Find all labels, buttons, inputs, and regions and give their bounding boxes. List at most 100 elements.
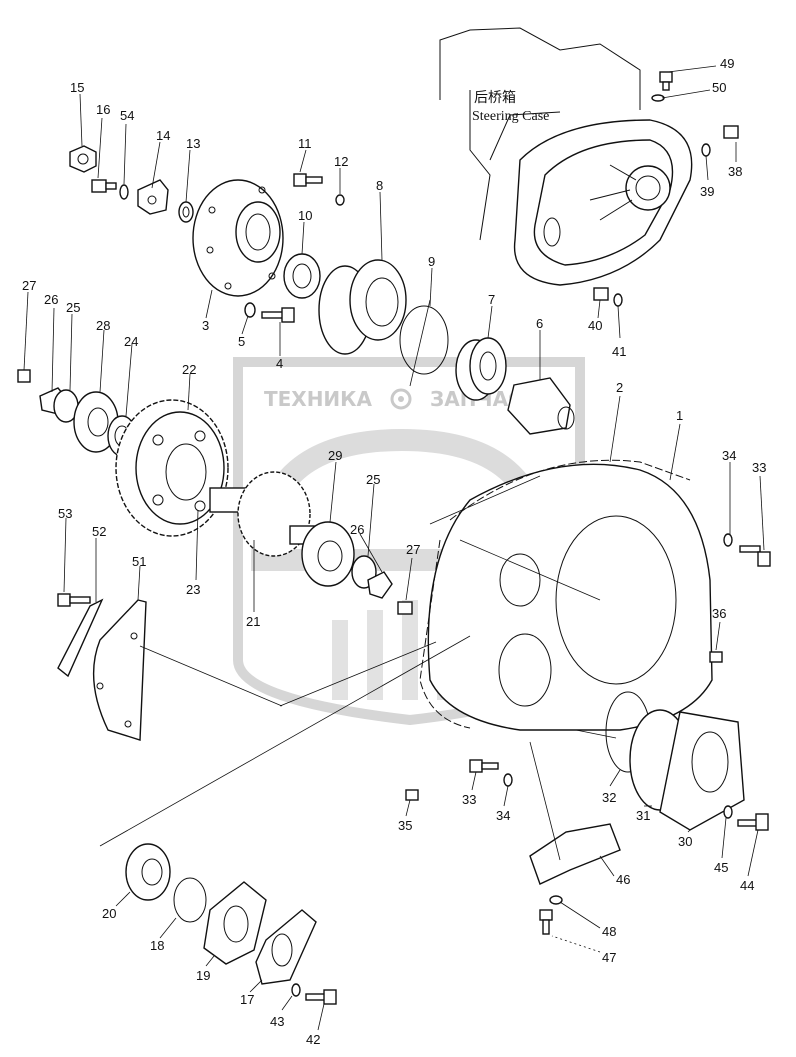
- bearing-20: [125, 843, 171, 901]
- callout-43: 43: [270, 1014, 284, 1029]
- cover-51: [92, 599, 147, 741]
- callout-40: 40: [588, 318, 602, 333]
- callout-13: 13: [186, 136, 200, 151]
- gear-22: [115, 399, 229, 537]
- plug-49: [659, 71, 673, 91]
- callout-49: 49: [720, 56, 734, 71]
- case-label-english: Steering Case: [472, 109, 549, 124]
- pin-12: [335, 194, 345, 206]
- washer-41: [613, 293, 623, 307]
- callout-39: 39: [700, 184, 714, 199]
- gear-icon: [390, 388, 412, 410]
- washer-34-upper: [723, 533, 733, 547]
- o-ring-9: [399, 305, 449, 375]
- washer-5: [244, 302, 256, 318]
- callout-11: 11: [298, 136, 312, 151]
- callout-46: 46: [616, 872, 630, 887]
- callout-19: 19: [196, 968, 210, 983]
- callout-36: 36: [712, 606, 726, 621]
- callout-6: 6: [536, 316, 543, 331]
- washer-48: [549, 895, 563, 905]
- callout-29: 29: [328, 448, 342, 463]
- callout-5: 5: [238, 334, 245, 349]
- callout-10: 10: [298, 208, 312, 223]
- callout-15: 15: [70, 80, 84, 95]
- callout-22: 22: [182, 362, 196, 377]
- callout-16: 16: [96, 102, 110, 117]
- bracket-52: [57, 598, 104, 678]
- bearing-cage-8: [318, 259, 407, 355]
- case-label: 后桥箱 Steering Case: [472, 90, 549, 124]
- callout-33-upper: 33: [752, 460, 766, 475]
- callout-1: 1: [676, 408, 683, 423]
- callout-33-lower: 33: [462, 792, 476, 807]
- callout-44: 44: [740, 878, 754, 893]
- callout-54: 54: [120, 108, 134, 123]
- bolt-27-left: [17, 369, 31, 383]
- callout-25-mid: 25: [366, 472, 380, 487]
- callout-45: 45: [714, 860, 728, 875]
- callout-7: 7: [488, 292, 495, 307]
- callout-31: 31: [636, 808, 650, 823]
- bolt-4: [261, 307, 295, 323]
- nut-15: [69, 145, 97, 173]
- callout-labels: 49 50 38 39 40 41 15 16 54 14 13 11 12 8…: [22, 56, 766, 1047]
- assembly-lines: [99, 299, 617, 861]
- callout-52: 52: [92, 524, 106, 539]
- bolt-33-lower: [469, 759, 499, 773]
- callout-17: 17: [240, 992, 254, 1007]
- seal-10: [283, 253, 321, 299]
- bearing-7: [455, 337, 507, 401]
- callout-20: 20: [102, 906, 116, 921]
- callout-50: 50: [712, 80, 726, 95]
- callout-38: 38: [728, 164, 742, 179]
- plug-40: [593, 287, 609, 301]
- callout-53: 53: [58, 506, 72, 521]
- bolt-11: [293, 173, 323, 187]
- lock-plate-14: [137, 179, 169, 215]
- guard-46: [529, 823, 621, 885]
- washer-43: [291, 983, 301, 997]
- washer-13: [178, 201, 194, 223]
- washer-45: [723, 805, 733, 819]
- pin-36: [709, 651, 723, 663]
- callout-8: 8: [376, 178, 383, 193]
- callout-21: 21: [246, 614, 260, 629]
- watermark-left-text: ТЕХНИКА: [264, 387, 373, 411]
- washer-54: [119, 184, 129, 200]
- callout-25-left: 25: [66, 300, 80, 315]
- washer-39: [701, 143, 711, 157]
- pin-35: [405, 789, 419, 801]
- callout-23: 23: [186, 582, 200, 597]
- steering-case: 后桥箱 Steering Case: [439, 27, 693, 286]
- callout-41: 41: [612, 344, 626, 359]
- callout-24: 24: [124, 334, 138, 349]
- leader-lines: [23, 65, 765, 1031]
- callout-34-upper: 34: [722, 448, 736, 463]
- callout-14: 14: [156, 128, 170, 143]
- callout-9: 9: [428, 254, 435, 269]
- washer-34-lower: [503, 773, 513, 787]
- callout-12: 12: [334, 154, 348, 169]
- case-label-chinese: 后桥箱: [474, 90, 516, 106]
- bearing-29: [301, 521, 355, 587]
- cap-17: [255, 909, 317, 985]
- bolt-44: [737, 813, 769, 831]
- cover-30: [659, 711, 745, 831]
- bolt-33-upper: [739, 545, 771, 567]
- callout-47: 47: [602, 950, 616, 965]
- o-ring-18: [173, 877, 207, 923]
- callout-2: 2: [616, 380, 623, 395]
- plug-38: [723, 125, 739, 139]
- callout-51: 51: [132, 554, 146, 569]
- bolt-42: [305, 989, 337, 1005]
- callout-35: 35: [398, 818, 412, 833]
- callout-4: 4: [276, 356, 283, 371]
- hub-flange-3: [192, 179, 284, 297]
- gasket-2: [419, 459, 691, 729]
- callout-30: 30: [678, 834, 692, 849]
- callout-27-left: 27: [22, 278, 36, 293]
- gear-shaft-21: [209, 471, 321, 557]
